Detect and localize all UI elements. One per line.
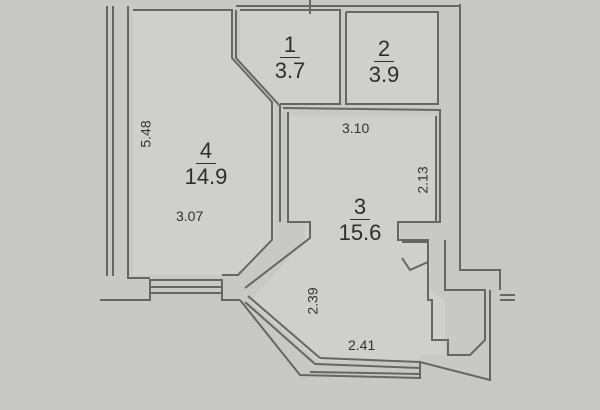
room-4-label: 4 14.9 — [176, 140, 236, 188]
room-area: 14.9 — [184, 164, 228, 189]
dimension-room3-top: 3.10 — [342, 120, 370, 136]
walls — [100, 0, 515, 382]
room-number: 1 — [279, 34, 301, 58]
room-area: 15.6 — [338, 220, 382, 245]
room-2-label: 2 3.9 — [364, 38, 404, 86]
room-3-label: 3 15.6 — [330, 196, 390, 244]
dimension-room4-bottom: 3.07 — [176, 208, 204, 224]
room-number: 4 — [195, 140, 217, 164]
dimension-room3-right: 2.13 — [414, 166, 431, 194]
room-area: 3.9 — [368, 62, 400, 87]
room-area: 3.7 — [274, 58, 306, 83]
dimension-room3-diagonal: 2.39 — [304, 287, 321, 315]
room-number: 3 — [349, 196, 371, 220]
room-number: 2 — [373, 38, 395, 62]
dimension-room4-left: 5.48 — [137, 120, 154, 148]
room-fills — [133, 10, 445, 362]
room-1-label: 1 3.7 — [270, 34, 310, 82]
dimension-room3-bottom: 2.41 — [348, 337, 376, 353]
